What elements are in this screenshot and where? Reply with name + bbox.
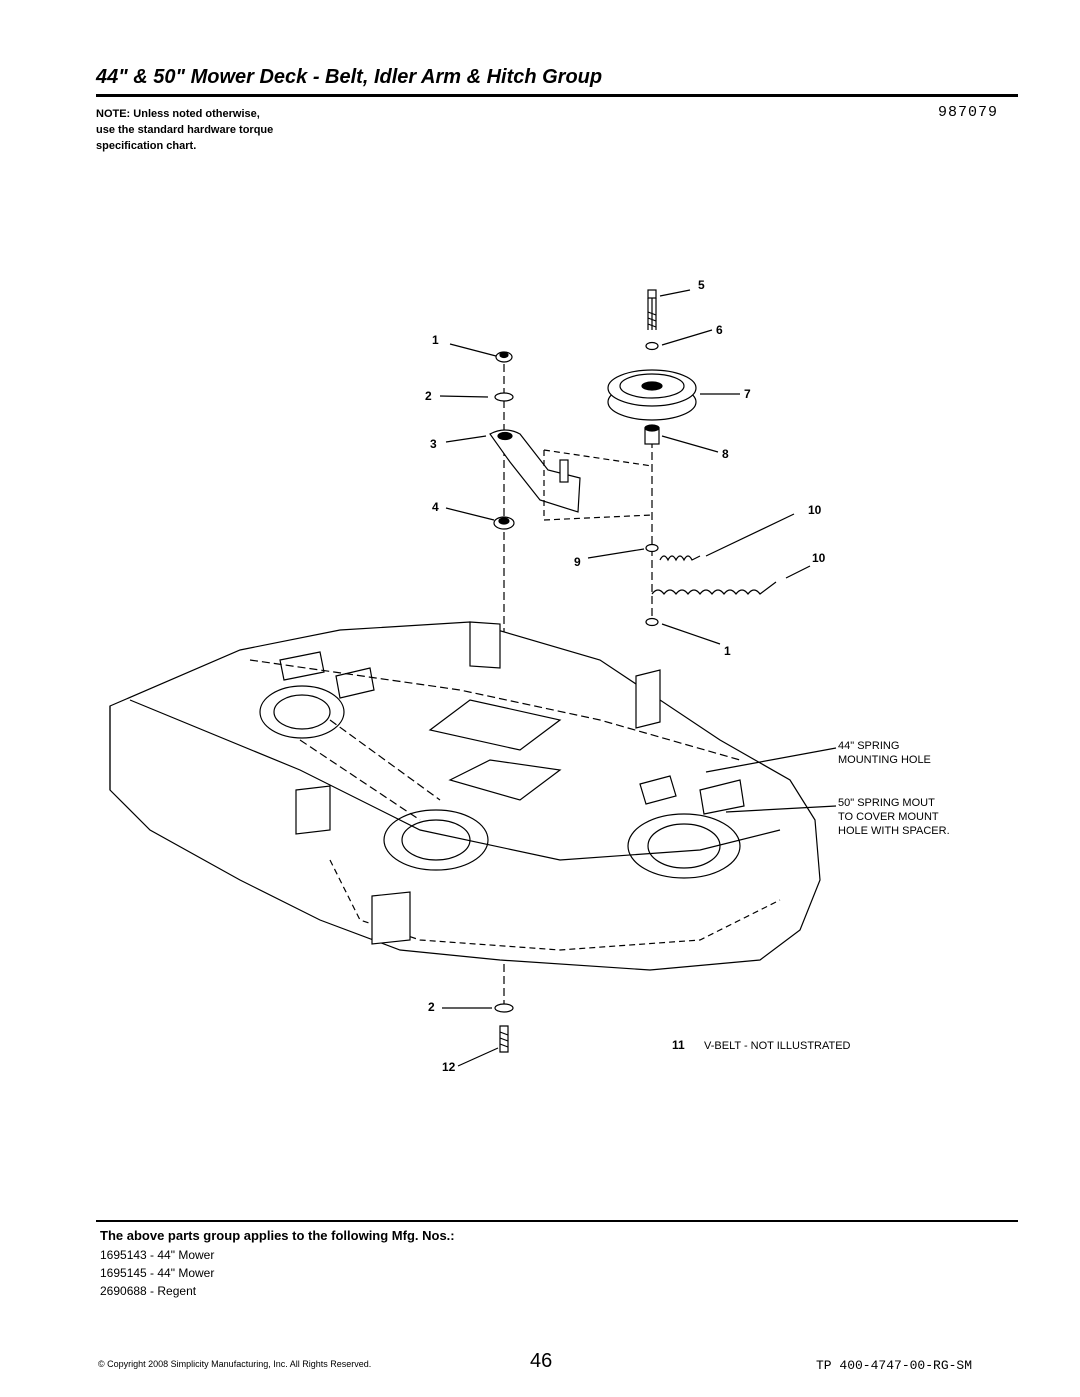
washer-icon	[645, 543, 659, 553]
washer-icon	[494, 392, 514, 402]
callout-number: 6	[716, 323, 723, 337]
exploded-parts-diagram: 1 2 3 4 5 6 7 8 9 10 10 1 2 11 12 44" SP…	[109, 278, 950, 1074]
note-line: NOTE: Unless noted otherwise,	[96, 108, 260, 120]
list-item: 1695143 - 44" Mower	[100, 1248, 215, 1262]
callout-number: 5	[698, 278, 705, 292]
pulley-icon	[607, 369, 697, 421]
callout-number: 3	[430, 437, 437, 451]
mower-deck-icon	[109, 621, 821, 971]
spring-short-icon	[659, 555, 701, 562]
bushing-icon	[493, 516, 515, 530]
annotation-text: MOUNTING HOLE	[838, 754, 931, 766]
annotation-text: V-BELT - NOT ILLUSTRATED	[704, 1040, 851, 1052]
annotation-text: TO COVER MOUNT	[838, 811, 939, 823]
mfg-number-list: 1695143 - 44" Mower 1695145 - 44" Mower …	[100, 1246, 214, 1300]
page-number: 46	[530, 1350, 553, 1372]
nut-icon	[495, 351, 513, 363]
tp-code: TP 400-4747-00-RG-SM	[816, 1358, 973, 1373]
callout-number: 10	[812, 551, 826, 565]
callout-number: 1	[432, 333, 439, 347]
applies-rule	[96, 1220, 1018, 1222]
callout-number: 7	[744, 387, 751, 401]
washer-icon	[494, 1003, 514, 1013]
spring-long-icon	[651, 581, 777, 595]
note-line: specification chart.	[96, 140, 197, 152]
doc-number: 987079	[938, 104, 999, 121]
callout-number: 1	[724, 644, 731, 658]
nut-icon	[645, 617, 659, 627]
list-item: 1695145 - 44" Mower	[100, 1266, 215, 1280]
callout-number: 12	[442, 1060, 456, 1074]
page-title: 44" & 50" Mower Deck - Belt, Idler Arm &…	[96, 66, 603, 88]
washer-icon	[645, 341, 659, 351]
bolt-icon	[499, 1025, 509, 1053]
callout-number: 2	[428, 1000, 435, 1014]
annotation-text: 44" SPRING	[838, 740, 899, 752]
callout-number: 8	[722, 447, 729, 461]
note-line: use the standard hardware torque	[96, 124, 274, 136]
spacer-icon	[644, 424, 660, 445]
callout-number: 9	[574, 555, 581, 569]
callout-number: 4	[432, 500, 439, 514]
annotation-text: HOLE WITH SPACER.	[838, 825, 950, 837]
copyright: © Copyright 2008 Simplicity Manufacturin…	[98, 1359, 372, 1369]
title-rule	[96, 94, 1018, 97]
idler-arm-icon	[489, 429, 581, 513]
callout-number: 2	[425, 389, 432, 403]
torque-note: NOTE: Unless noted otherwise, use the st…	[96, 106, 356, 154]
bolt-icon	[647, 289, 657, 330]
callout-number: 11	[672, 1038, 685, 1052]
list-item: 2690688 - Regent	[100, 1284, 197, 1298]
callout-number: 10	[808, 503, 822, 517]
annotation-text: 50" SPRING MOUT	[838, 797, 935, 809]
applies-heading: The above parts group applies to the fol…	[100, 1228, 455, 1243]
